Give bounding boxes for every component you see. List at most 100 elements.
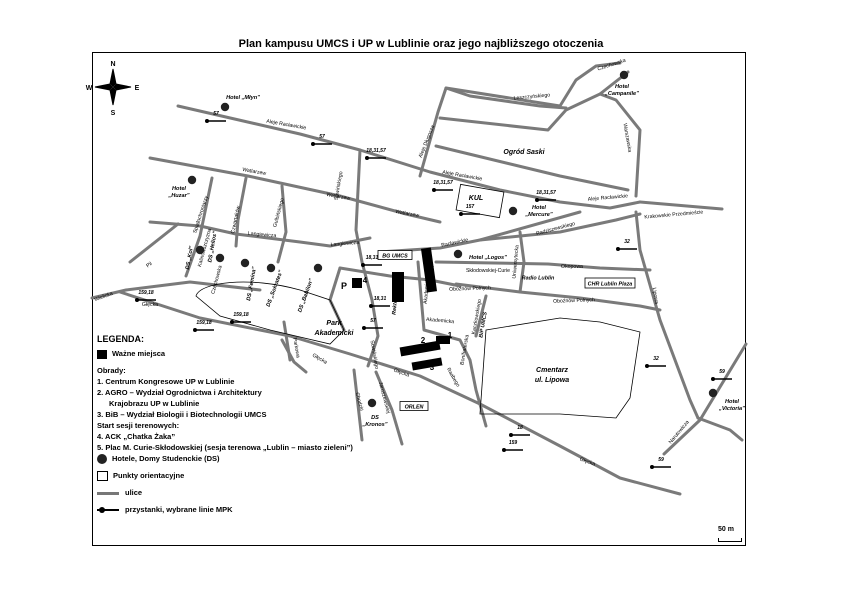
hotel-dot-icon (708, 388, 718, 398)
road-gulbinskiego (276, 184, 288, 264)
bus-line-label: 159,18 (138, 290, 154, 296)
hotel-dot-icon (453, 249, 463, 259)
legend-orient-label: Punkty orientacyjne (113, 470, 185, 480)
hotel-marker-hotel-victoria[interactable]: Hotel„Victoria” (708, 388, 745, 412)
important-buildings[interactable] (352, 247, 450, 371)
hotel-label-line: „Huzar” (167, 193, 189, 199)
landmark-p-parking[interactable]: P (341, 281, 347, 291)
landmark-radio-lublin[interactable]: Radio Lublin (522, 276, 555, 282)
area-label-kul: KUL (469, 195, 483, 202)
landmark-label: Radio Lublin (522, 276, 555, 282)
road-aleje-raclawickie (176, 104, 642, 210)
street-label-akademicka-2: Akademicka (426, 317, 455, 325)
hotel-label: DS „Sokrates” (266, 269, 285, 307)
hotel-marker-ds-helios[interactable]: DS „Helios” (207, 231, 225, 263)
hotel-dot-icon (187, 175, 197, 185)
hotel-marker-ds-femina[interactable]: DS „Femina” (240, 258, 258, 302)
map-legend: LEGENDA: Ważne miejsca Obrady: 1. Centru… (97, 334, 377, 516)
road-chodzki (352, 368, 364, 442)
landmark-markers[interactable]: BG UMCS CHR Lublin Plaza Radio LublinORLEN… (341, 250, 636, 411)
hotel-label: Hotel „Logos” (469, 255, 507, 261)
road-langiewicza (234, 232, 372, 248)
hotel-marker-ds-babilon[interactable]: DS „Babilon” (297, 263, 323, 314)
street-label-oboznow-polnych-2: Oboźnów Polnych (553, 297, 595, 304)
landmark-rektorat[interactable]: Rektorat (392, 293, 400, 316)
hotel-marker-hotel-mercure[interactable]: Hotel„Mercure” (508, 205, 553, 218)
hotel-label: DS „Helios” (207, 231, 218, 263)
hotel-marker-ds-kol[interactable]: DS „Kol” (185, 245, 205, 270)
bus-stop-icon (711, 377, 715, 381)
map-title: Plan kampusu UMCS i UP w Lublinie oraz j… (238, 38, 604, 50)
legend-important: Ważne miejsca (97, 349, 377, 360)
hotel-markers[interactable]: Hotel „Młyn”Hotel„Campanile”Hotel„Huzar”… (167, 70, 745, 428)
hotel-label-line: DS „Babilon” (297, 278, 315, 314)
compass-s: S (111, 110, 116, 117)
street-label-watlarzew-2: Watlarzew (326, 192, 351, 202)
cemetery-outline (479, 317, 641, 419)
bus-line-label: 159,18 (196, 320, 212, 326)
bus-line-labels: 575718,31,5718,31,5718,31,57157159,18159… (135, 111, 732, 469)
bus-stop: 57 (311, 134, 332, 146)
hotel-marker-hotel-mlyn[interactable]: Hotel „Młyn” (220, 95, 260, 112)
landmark-bip-mark[interactable]: BiP UMCS (478, 311, 489, 338)
road-kaczkowskiego (474, 294, 488, 338)
legend-item-2b: Krajobrazu UP w Lublinie (109, 398, 200, 408)
hotel-label-line: DS „Femina” (246, 266, 258, 301)
hotel-marker-hotel-logos[interactable]: Hotel „Logos” (453, 249, 507, 261)
landmark-label: BG UMCS (382, 254, 408, 260)
bus-stop-icon (193, 328, 197, 332)
area-label-park-1: Park (326, 320, 342, 327)
building-4 (352, 278, 362, 288)
street-label-sowinskiego-1: Sowińskiego (334, 171, 345, 201)
street-network (90, 61, 748, 496)
bus-stop-icon (230, 320, 234, 324)
landmark-bg-umcs[interactable]: BG UMCS (377, 250, 413, 260)
legend-start-head: Start sesji terenowych: (97, 420, 180, 430)
legend-important-label: Ważne miejsca (112, 348, 166, 358)
hotel-dot-icon (619, 70, 629, 80)
legend-heading: LEGENDA: (97, 334, 144, 344)
hotel-label-line: DS „Sokrates” (266, 269, 285, 307)
bus-stop-icon (97, 507, 119, 513)
hotel-label-line: Hotel „Logos” (469, 255, 507, 261)
street-label-aleje-raclawickie-3: Aleje Racławickie (588, 193, 629, 203)
street-label-pil: Pil (145, 261, 153, 269)
bus-line-label: 157 (466, 204, 475, 210)
hotel-label-line: Hotel (172, 186, 186, 192)
road-parkowa (282, 320, 292, 362)
bus-stop-icon (369, 304, 373, 308)
hotel-dot-icon (240, 258, 250, 268)
hotel-label-line: DS „Kol” (185, 245, 195, 270)
street-label-chodzki: Chodzki (354, 392, 365, 412)
scale-bar (718, 538, 742, 542)
bus-line-label: 32 (653, 356, 659, 362)
building-1 (436, 336, 450, 344)
road-sklodowskiej (434, 260, 652, 272)
legend-obrady-head: Obrady: (97, 365, 126, 375)
hotel-dot-icon (266, 263, 276, 273)
street-label-okopowa: Okopowa (561, 264, 583, 270)
street-label-glucka-3: Głęcka (393, 367, 410, 378)
hotel-label: DS „Kol” (185, 245, 195, 270)
hotel-label: Hotel„Mercure” (524, 205, 553, 218)
hotel-marker-hotel-huzar[interactable]: Hotel„Huzar” (167, 175, 197, 199)
bus-stop-icon (205, 119, 209, 123)
legend-streets: ulice (97, 488, 377, 499)
compass-rose: N S W E (86, 61, 140, 117)
hotel-label-line: Hotel (615, 84, 629, 90)
legend-item-1: 1. Centrum Kongresowe UP w Lublinie (97, 376, 235, 386)
bus-line-label: 18,31,57 (433, 180, 453, 186)
hotel-label: DS „Femina” (246, 266, 258, 301)
hotel-label: DS„Kronos” (361, 415, 387, 428)
bus-stop: 59 (711, 369, 732, 381)
street-label-glucka-1: Głęcka (142, 302, 158, 308)
hotel-label-line: „Campanile” (604, 91, 639, 97)
street-label-bonifraterska: Bonifraterska (459, 334, 470, 365)
landmark-chr-lublin-plaza[interactable]: CHR Lublin Plaza (584, 277, 636, 289)
hotel-dot-icon (313, 263, 323, 273)
landmark-orlen[interactable]: ORLEN (399, 401, 429, 411)
hotel-marker-hotel-campanile[interactable]: Hotel„Campanile” (604, 70, 639, 97)
hotel-marker-ds-kronos[interactable]: DS„Kronos” (361, 398, 388, 428)
road-wielicka (90, 280, 262, 300)
